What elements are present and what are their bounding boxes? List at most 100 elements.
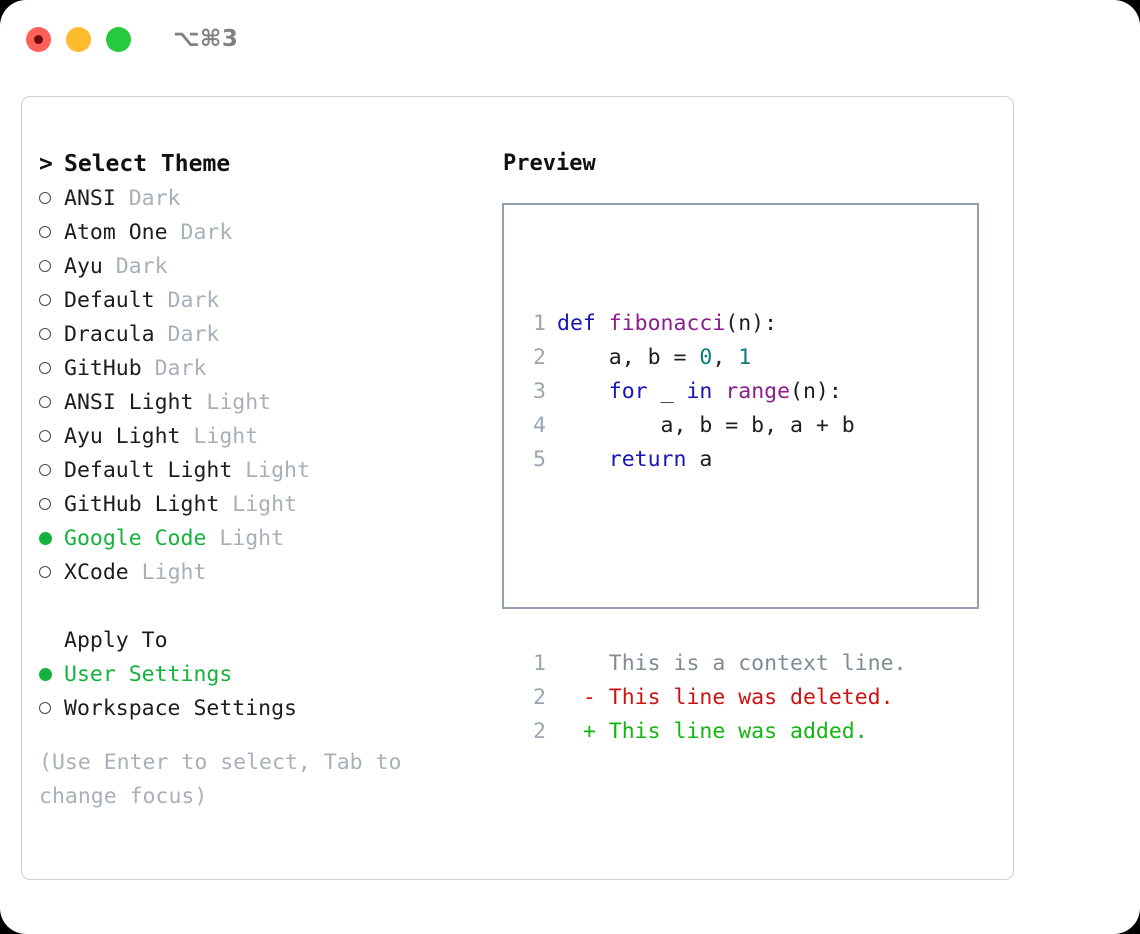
- theme-option-variant: Dark: [167, 219, 233, 245]
- theme-option-variant: Light: [128, 559, 207, 585]
- close-window-button[interactable]: [26, 26, 51, 52]
- radio-unselected-icon: [39, 226, 51, 238]
- theme-option-ansi-light[interactable]: ANSI Light Light: [39, 385, 502, 419]
- radio-unselected-icon: [39, 396, 51, 408]
- theme-option-variant: Light: [219, 491, 298, 517]
- code-line-content: a, b = 0, 1: [557, 341, 751, 375]
- theme-option-ayu-light[interactable]: Ayu Light Light: [39, 419, 502, 453]
- keyboard-hint-text: (Use Enter to select, Tab to change focu…: [39, 750, 415, 809]
- code-line-content: return a: [557, 443, 713, 477]
- preview-heading: Preview: [503, 151, 596, 176]
- theme-option-label: Atom One: [64, 219, 168, 245]
- radio-icon: [39, 498, 64, 510]
- line-number: 2: [533, 685, 546, 710]
- diff-block: 1 This is a context line.2 - This line w…: [516, 647, 977, 749]
- theme-option-label: Ayu: [64, 253, 103, 279]
- theme-option-label: GitHub: [64, 355, 142, 381]
- diff-line-content: - This line was deleted.: [557, 685, 894, 710]
- theme-option-label: Google Code: [64, 525, 207, 551]
- theme-option-label: Ayu Light: [64, 423, 181, 449]
- code-line: 3 for _ in range(n):: [516, 375, 977, 409]
- radio-selected-icon: [39, 531, 52, 545]
- keyboard-shortcut-label: ⌥⌘3: [173, 26, 239, 52]
- theme-option-github[interactable]: GitHub Dark: [39, 351, 502, 385]
- theme-option-label: Default: [64, 287, 155, 313]
- theme-option-variant: Dark: [115, 185, 181, 211]
- maximize-window-button[interactable]: [106, 26, 131, 52]
- radio-unselected-icon: [39, 328, 51, 340]
- code-token-txt: (n):: [790, 379, 842, 404]
- apply-to-option-user-settings[interactable]: User Settings: [39, 657, 502, 691]
- theme-option-default[interactable]: Default Dark: [39, 283, 502, 317]
- code-line: 5 return a: [516, 443, 977, 477]
- radio-icon: [39, 226, 64, 238]
- radio-selected-icon: [39, 667, 52, 681]
- theme-option-atom-one[interactable]: Atom One Dark: [39, 215, 502, 249]
- diff-line-ctx: 1 This is a context line.: [516, 647, 977, 681]
- code-token-fn: range: [725, 379, 791, 404]
- code-token-kw: for: [608, 379, 648, 404]
- diff-line-add: 2 + This line was added.: [516, 715, 977, 749]
- theme-option-label: ANSI Light: [64, 389, 194, 415]
- theme-option-label: ANSI: [64, 185, 116, 211]
- code-token-txt: a, b = b, a + b: [557, 413, 855, 438]
- code-token-kw: def: [557, 311, 609, 336]
- radio-icon: [39, 328, 64, 340]
- titlebar: ⌥⌘3: [0, 0, 1140, 78]
- select-theme-label: Select Theme: [64, 151, 231, 177]
- select-theme-heading: > Select Theme: [39, 147, 502, 181]
- radio-unselected-icon: [39, 294, 51, 306]
- radio-icon: [39, 464, 64, 476]
- theme-option-variant: Dark: [141, 355, 207, 381]
- apply-to-option-workspace-settings[interactable]: Workspace Settings: [39, 691, 502, 725]
- radio-unselected-icon: [39, 702, 51, 714]
- radio-unselected-icon: [39, 566, 51, 578]
- list-spacer: [39, 589, 502, 623]
- radio-unselected-icon: [39, 464, 51, 476]
- radio-icon: [39, 566, 64, 578]
- code-token-txt: (n):: [725, 311, 778, 336]
- theme-option-ayu[interactable]: Ayu Dark: [39, 249, 502, 283]
- radio-icon: [39, 667, 64, 681]
- line-number: 2: [533, 345, 546, 370]
- theme-option-ansi[interactable]: ANSI Dark: [39, 181, 502, 215]
- code-token-txt: [557, 447, 609, 472]
- line-number: 5: [533, 447, 546, 472]
- theme-option-default-light[interactable]: Default Light Light: [39, 453, 502, 487]
- radio-unselected-icon: [39, 362, 51, 374]
- theme-option-label: Dracula: [64, 321, 155, 347]
- theme-option-google-code[interactable]: Google Code Light: [39, 521, 502, 555]
- apply-to-label: Apply To: [64, 627, 168, 653]
- theme-option-dracula[interactable]: Dracula Dark: [39, 317, 502, 351]
- theme-option-xcode[interactable]: XCode Light: [39, 555, 502, 589]
- caret-icon: >: [39, 151, 53, 177]
- code-line: 4 a, b = b, a + b: [516, 409, 977, 443]
- diff-line-del: 2 - This line was deleted.: [516, 681, 977, 715]
- theme-option-label: Default Light: [64, 457, 233, 483]
- theme-option-github-light[interactable]: GitHub Light Light: [39, 487, 502, 521]
- code-token-kw: return: [608, 447, 687, 472]
- radio-unselected-icon: [39, 430, 51, 442]
- radio-icon: [39, 192, 64, 204]
- code-token-txt: a, b =: [557, 345, 700, 370]
- radio-icon: [39, 702, 64, 714]
- apply-to-option-label: Workspace Settings: [64, 695, 297, 721]
- theme-option-label: GitHub Light: [64, 491, 220, 517]
- code-token-num: 0: [699, 345, 713, 370]
- code-token-txt: a: [686, 447, 713, 472]
- code-token-txt: _: [647, 379, 687, 404]
- code-token-num: 1: [738, 345, 752, 370]
- code-line-content: for _ in range(n):: [557, 375, 842, 409]
- theme-option-variant: Dark: [154, 321, 220, 347]
- radio-unselected-icon: [39, 498, 51, 510]
- code-diff-separator: [516, 545, 977, 579]
- minimize-window-button[interactable]: [66, 26, 91, 52]
- radio-icon: [39, 362, 64, 374]
